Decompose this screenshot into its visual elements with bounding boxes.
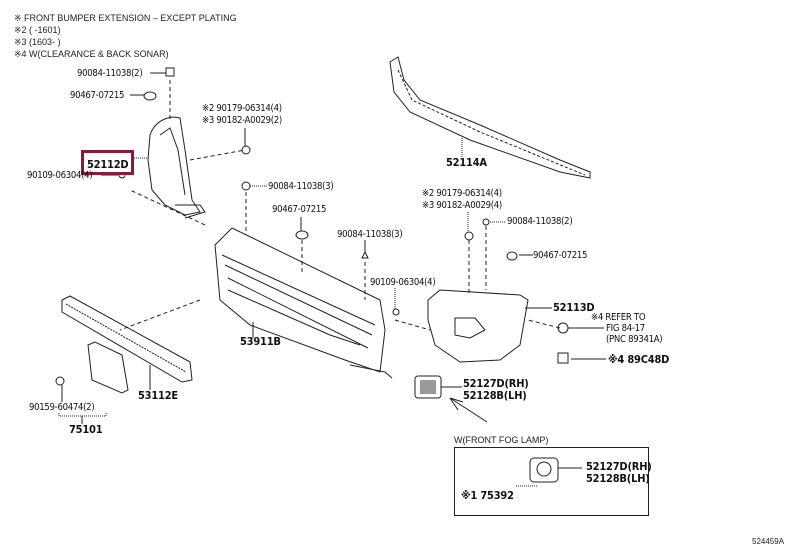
step-pad-part xyxy=(61,295,193,383)
bumper-extension-part xyxy=(147,116,206,219)
figure-id: 524459A xyxy=(752,537,785,546)
fog-lamp-part xyxy=(529,457,582,483)
note-2: ※2 ( -1601) xyxy=(14,25,61,35)
highlighted-part-box[interactable]: 52112D xyxy=(81,150,135,175)
part-label-90084-11038-d[interactable]: 90084-11038(2) xyxy=(507,216,573,227)
part-label-fog-52128B[interactable]: 52128B(LH) xyxy=(586,472,650,485)
part-label-90109-06304-a[interactable]: 90109-06304(4) xyxy=(27,170,93,181)
part-label-52128B[interactable]: 52128B(LH) xyxy=(463,389,527,402)
part-label-53112E[interactable]: 53112E xyxy=(138,389,178,402)
front-bumper-cover-part xyxy=(214,227,393,379)
part-label-52112D[interactable]: 52112D xyxy=(87,158,129,171)
part-label-52114A[interactable]: 52114A xyxy=(446,156,487,169)
bumper-reinforcement-part xyxy=(389,56,591,179)
part-label-90467-07215-b[interactable]: 90467-07215 xyxy=(272,204,327,215)
fog-lamp-inset xyxy=(454,447,649,516)
bumper-corner-part xyxy=(427,289,529,363)
fastener-icons xyxy=(55,67,569,386)
part-label-90084-11038-c[interactable]: 90084-11038(3) xyxy=(337,229,403,240)
note-front-bumper-extension: ※ FRONT BUMPER EXTENSION – EXCEPT PLATIN… xyxy=(14,13,237,23)
fog-lamp-inset-title: W(FRONT FOG LAMP) xyxy=(454,435,549,445)
part-label-90179-06314-a[interactable]: ※2 90179-06314(4) xyxy=(202,103,282,114)
part-label-90084-11038-a[interactable]: 90084-11038(2) xyxy=(77,68,143,79)
note-4: ※4 W(CLEARANCE & BACK SONAR) xyxy=(14,49,169,59)
part-label-90467-07215-c[interactable]: 90467-07215 xyxy=(533,250,588,261)
part-label-fog-52127D[interactable]: 52127D(RH) xyxy=(586,460,652,473)
part-label-90182-a0029-b[interactable]: ※3 90182-A0029(4) xyxy=(422,200,502,211)
part-label-75101[interactable]: 75101 xyxy=(69,423,103,436)
part-label-52113D[interactable]: 52113D xyxy=(553,301,595,314)
part-label-90109-06304-b[interactable]: 90109-06304(4) xyxy=(370,277,436,288)
part-label-90467-07215-a[interactable]: 90467-07215 xyxy=(70,90,125,101)
part-label-90084-11038-b[interactable]: 90084-11038(3) xyxy=(268,181,334,192)
refer-note-line3[interactable]: (PNC 89341A) xyxy=(606,334,663,345)
part-label-90182-a0029-a[interactable]: ※3 90182-A0029(2) xyxy=(202,115,282,126)
part-label-52127D[interactable]: 52127D(RH) xyxy=(463,377,529,390)
part-label-89C48D[interactable]: ※4 89C48D xyxy=(608,353,670,366)
part-label-90159-60474[interactable]: 90159-60474(2) xyxy=(29,402,95,413)
part-label-53911B[interactable]: 53911B xyxy=(240,335,281,348)
refer-note-line2[interactable]: FIG 84-17 xyxy=(606,323,645,334)
part-label-90179-06314-b[interactable]: ※2 90179-06314(4) xyxy=(422,188,502,199)
license-bracket-part xyxy=(87,341,129,394)
refer-note-line1: ※4 REFER TO xyxy=(591,312,646,323)
part-label-75392[interactable]: ※1 75392 xyxy=(461,489,514,502)
note-3: ※3 (1603- ) xyxy=(14,37,61,47)
fog-cover-part xyxy=(414,375,488,423)
leader-lines xyxy=(58,72,606,487)
assembly-guide-lines xyxy=(119,80,561,331)
